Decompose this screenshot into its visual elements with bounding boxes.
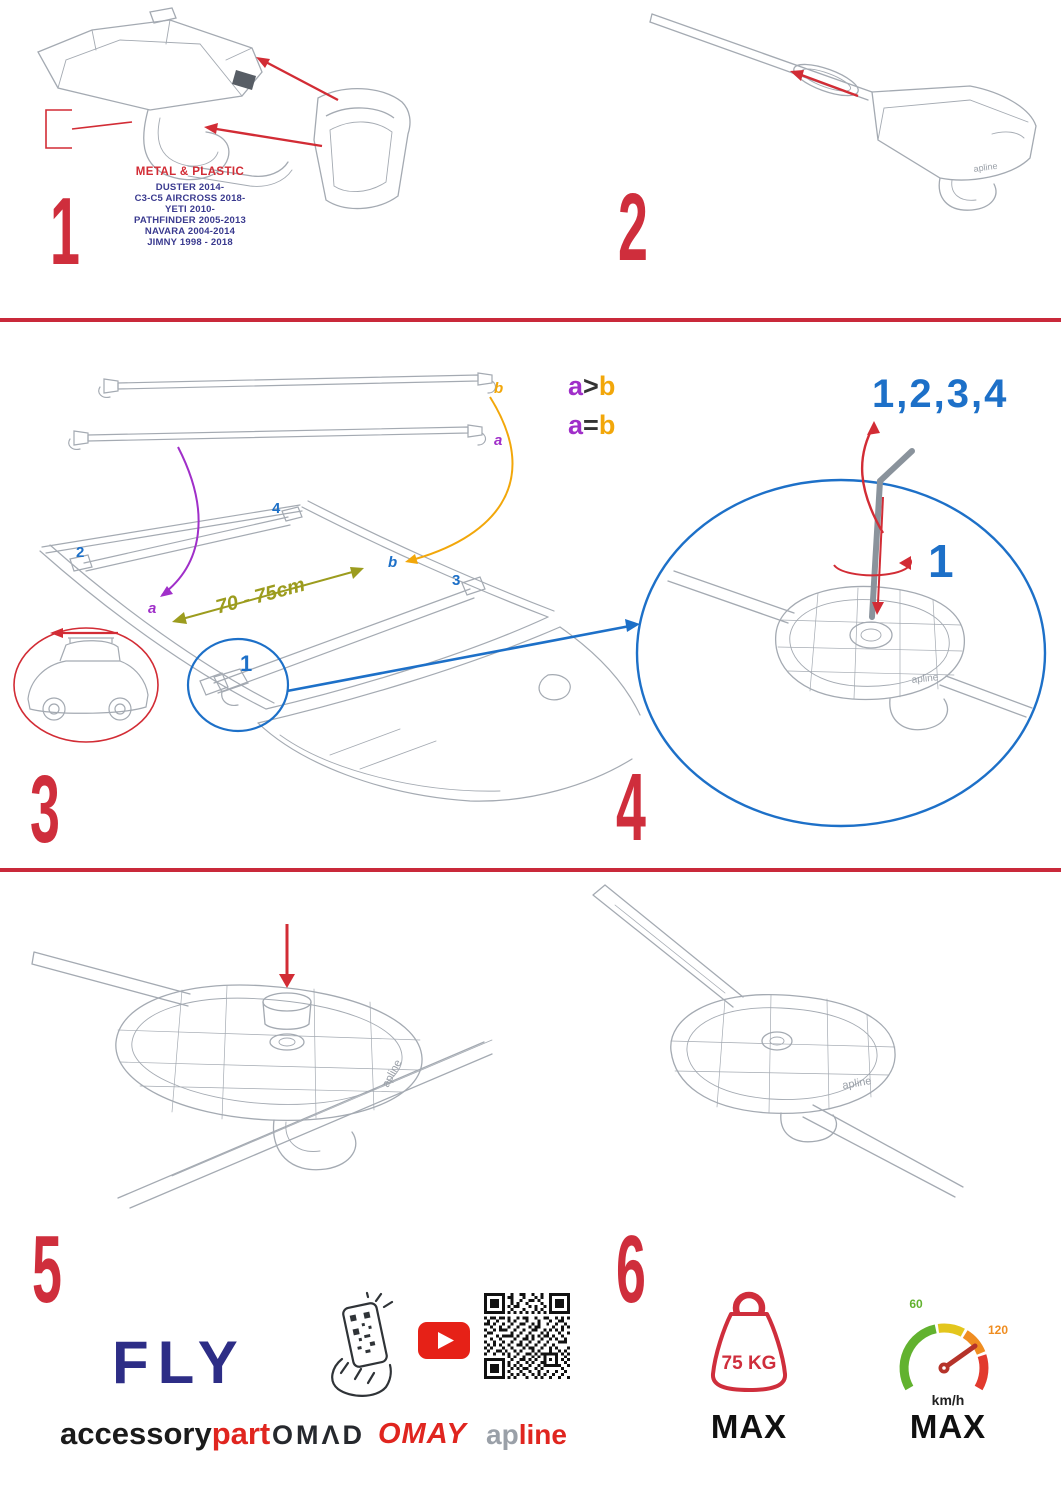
weight-max-label: MAX	[710, 1408, 788, 1445]
legend-a: a	[568, 371, 584, 401]
step4-drawing: 1 apline	[635, 421, 1047, 828]
step4-section: 1,2,3,4	[616, 372, 1061, 865]
step6-number: 6	[616, 1216, 646, 1323]
accessorypart-logo-red: part	[211, 1416, 271, 1451]
pad-brand-label: apline	[841, 1075, 872, 1092]
step5-number: 5	[32, 1216, 62, 1323]
press-down-arrow	[872, 496, 884, 615]
press-down-arrow	[279, 924, 295, 988]
legend-op: >	[583, 371, 599, 401]
point-1-label: 1	[928, 535, 954, 587]
speedometer-needle	[941, 1343, 978, 1371]
cover-piece-drawing	[313, 88, 411, 210]
legend-op: =	[583, 410, 599, 440]
speed-unit-label: km/h	[931, 1392, 965, 1408]
red-arrow	[790, 70, 859, 98]
foot-knob-drawing	[31, 951, 493, 1209]
speed-high-label: 120	[988, 1323, 1008, 1337]
step1-drawing	[37, 7, 411, 210]
legend-row-2: a=b	[568, 406, 615, 445]
roof-label-b: b	[388, 554, 397, 571]
mounted-foot-drawing	[592, 884, 964, 1198]
sequence-pointer-arrow	[860, 421, 885, 534]
legend-row-1: a>b	[568, 367, 615, 406]
accessorypart-logo: accessorypart	[60, 1416, 270, 1452]
tighten-sequence-label: 1,2,3,4	[872, 372, 1009, 416]
model-item: YETI 2010-	[164, 204, 216, 215]
measure-legend: a>b a=b	[568, 367, 615, 445]
allen-key-icon	[869, 448, 915, 620]
foot-clamp-drawing	[37, 7, 293, 187]
bar-label-a: a	[494, 432, 502, 449]
omad-logo: OMΛD	[272, 1420, 365, 1450]
detail-callout-circle	[186, 637, 290, 733]
red-arrows	[45, 57, 339, 149]
step5-drawing: apline	[31, 924, 493, 1209]
position-label-1: 1	[240, 651, 252, 676]
apline-logo: apline	[486, 1419, 567, 1451]
magnifier-circle	[635, 478, 1047, 828]
crossbar-drawing	[649, 13, 1037, 211]
vehicle-model-list: DUSTER 2014- C3-C5 AIRCROSS 2018- YETI 2…	[100, 182, 280, 248]
step3-drawing: b a 2 4 3 b a 1 70 - 75cm	[13, 372, 641, 802]
car-roof-drawing	[39, 500, 641, 802]
model-item: DUSTER 2014-	[155, 182, 225, 193]
speed-max-label: MAX	[909, 1408, 987, 1445]
callout-arrow-to-step4	[286, 619, 640, 693]
step6-drawing: apline	[592, 884, 964, 1198]
step6-section: apline 6	[545, 875, 975, 1320]
step2-drawing: apline	[649, 13, 1037, 211]
omay-logo: OMAY	[378, 1418, 467, 1450]
measure-b-curve	[405, 396, 514, 564]
material-label: METAL & PLASTIC	[135, 166, 245, 178]
position-label-2: 2	[76, 544, 84, 561]
rotate-arrow	[833, 556, 912, 577]
step3-number: 3	[30, 756, 60, 863]
car-inset	[13, 627, 159, 743]
model-item: PATHFINDER 2005-2013	[134, 215, 246, 226]
speedometer-icon: 60 120	[899, 1297, 1008, 1391]
weight-value-label: 75 KG	[722, 1353, 777, 1374]
step1-number: 1	[50, 178, 80, 285]
section-divider-1	[0, 318, 1061, 322]
bar-label-b: b	[494, 380, 503, 397]
position-label-3: 3	[452, 572, 460, 589]
legend-a: a	[568, 410, 584, 440]
qr-code	[484, 1293, 570, 1379]
step2-section: apline 2	[610, 0, 1061, 275]
scan-qr-phone-icon	[331, 1291, 394, 1397]
pad-brand-label: apline	[911, 672, 939, 686]
foot-detail-drawing	[667, 570, 1033, 731]
product-logo: FLY	[112, 1329, 247, 1396]
legend-b: b	[598, 371, 616, 401]
apline-logo-gray: ap	[486, 1419, 519, 1450]
distance-label: 70 - 75cm	[214, 574, 308, 619]
model-item: C3-C5 AIRCROSS 2018-	[134, 193, 246, 204]
step4-number: 4	[616, 754, 646, 861]
section-divider-2	[0, 868, 1061, 872]
pad-brand-label: apline	[973, 161, 998, 174]
youtube-icon	[418, 1322, 470, 1359]
step1-section: METAL & PLASTIC DUSTER 2014- C3-C5 AIRCR…	[0, 0, 430, 280]
apline-logo-red: line	[518, 1419, 567, 1450]
pad-brand-label: apline	[380, 1058, 404, 1090]
step5-section: apline 5	[22, 890, 494, 1320]
loose-bars-drawing	[68, 372, 497, 450]
model-item: JIMNY 1998 - 2018	[147, 237, 233, 248]
footer: FLY accessorypart	[0, 1280, 1061, 1500]
model-item: NAVARA 2004-2014	[144, 226, 236, 237]
distance-arrow	[172, 567, 364, 624]
step2-number: 2	[618, 174, 648, 281]
speed-low-label: 60	[909, 1297, 923, 1311]
measure-a-curve	[160, 446, 200, 597]
step3-section: b a 2 4 3 b a 1 70 - 75cm a>b a=b 3	[0, 355, 645, 875]
roof-label-a: a	[148, 600, 156, 617]
accessorypart-logo-black: accessory	[60, 1416, 212, 1451]
legend-b: b	[598, 410, 616, 440]
position-label-4: 4	[272, 500, 281, 517]
max-weight-icon: 75 KG	[711, 1291, 787, 1392]
